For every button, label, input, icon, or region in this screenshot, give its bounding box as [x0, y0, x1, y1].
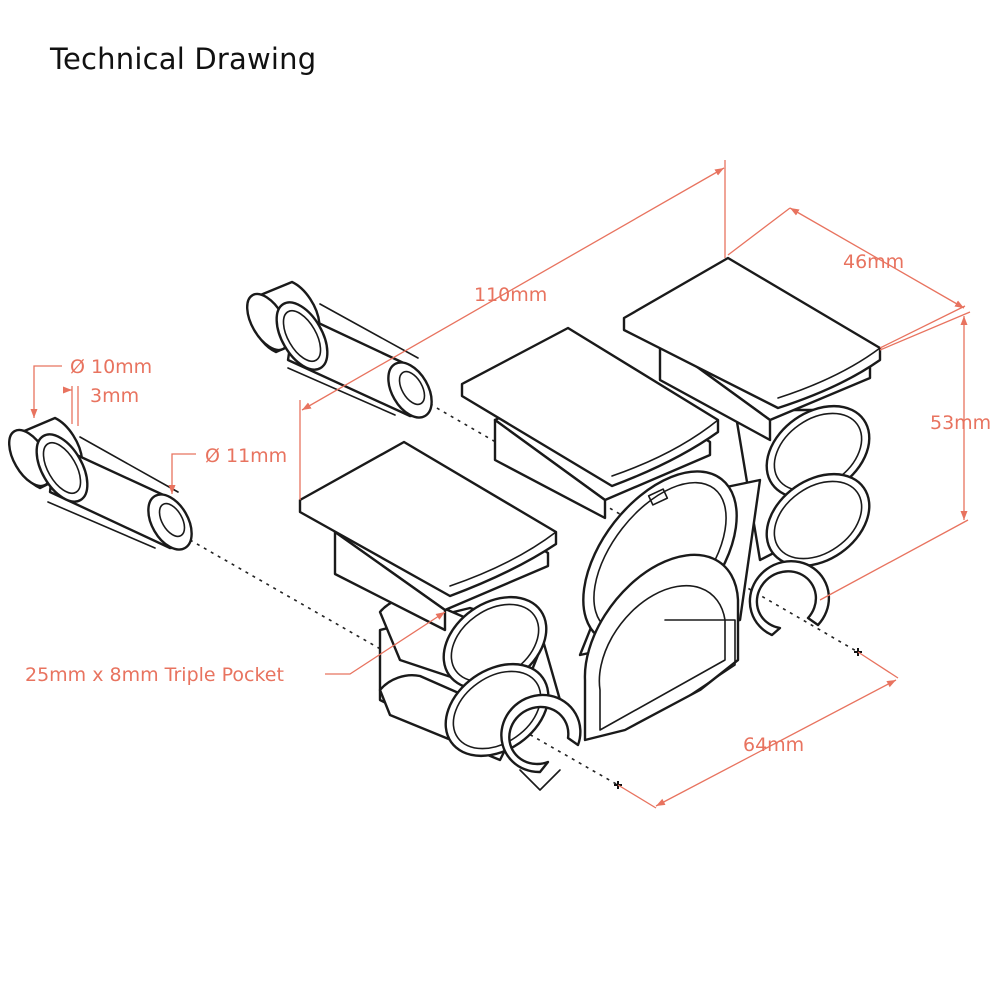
dim-64-ext-right [857, 651, 899, 679]
pocket-block-left [298, 440, 558, 632]
pin-front [8, 416, 193, 551]
dim-46-ext-right [879, 305, 966, 349]
dimension-labels: 110mm 46mm 53mm 64mm Ø 10mm 3mm Ø 11mm 2… [25, 251, 991, 756]
pin-back [246, 280, 433, 419]
dim-53-ext-bottom [819, 519, 969, 601]
dim-64-line [655, 679, 897, 807]
dim-53-ext-top [879, 311, 971, 351]
label-length: 110mm [474, 284, 547, 306]
label-height: 53mm [930, 412, 991, 434]
label-pin-diameter-small: Ø 10mm [70, 356, 152, 378]
label-pin-collar: 3mm [90, 385, 139, 407]
label-pin-diameter-large: Ø 11mm [205, 445, 287, 467]
center-oval-tube [578, 470, 762, 742]
left-ring-stack [378, 595, 582, 791]
dim-dia11-leader [168, 453, 196, 494]
label-depth: 64mm [743, 734, 804, 756]
label-width: 46mm [843, 251, 904, 273]
dim-46-ext-left [727, 207, 791, 256]
dim-46-line [789, 207, 965, 309]
label-pocket: 25mm x 8mm Triple Pocket [25, 664, 284, 686]
page-title: Technical Drawing [50, 42, 317, 76]
dim-dia10-leader [30, 365, 62, 418]
dimension-lines [30, 160, 971, 809]
dim-110-line [301, 167, 725, 411]
pin-axis-line-front [189, 539, 619, 786]
dim-64-ext-left [617, 784, 657, 809]
dim-pocket-leader [325, 611, 446, 675]
right-ring-stack [733, 404, 871, 637]
